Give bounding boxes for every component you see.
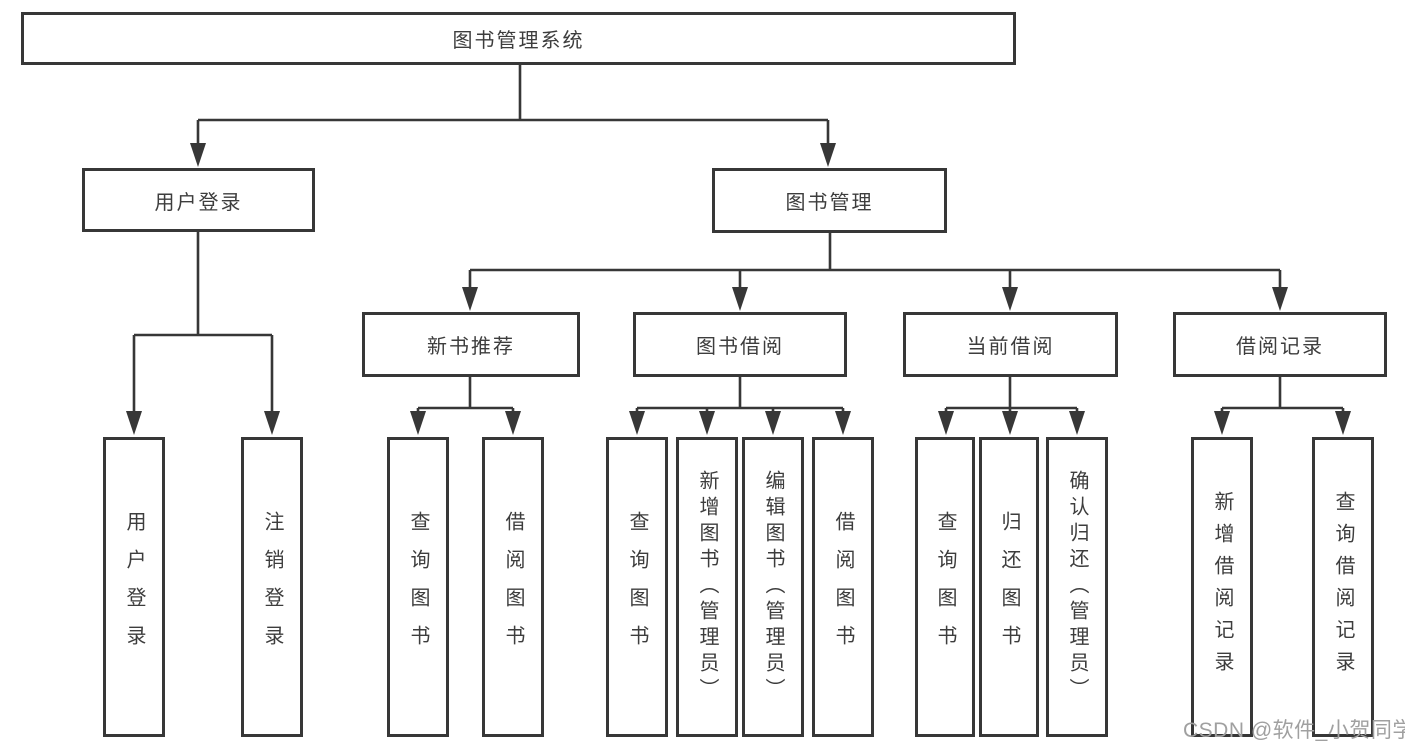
group-node-current-borrowing: 当前借阅 <box>903 312 1118 377</box>
leaf-node-add-book-admin: 新增图书（管理员） <box>676 437 738 737</box>
group-node-book-borrowing: 图书借阅 <box>633 312 847 377</box>
branch-node-label: 用户登录 <box>154 191 243 214</box>
leaf-node-query-borrow-record: 查询借阅记录 <box>1312 437 1374 737</box>
arrow-icon <box>699 411 715 435</box>
leaf-node-query-books-borrowing: 查询图书 <box>606 437 668 737</box>
leaf-node-label: 借阅图书 <box>832 511 854 663</box>
arrowheads <box>126 143 1351 435</box>
arrow-icon <box>1002 287 1018 311</box>
edge-newbook-split <box>416 377 515 412</box>
leaf-node-borrow-books: 借阅图书 <box>812 437 874 737</box>
leaf-node-label: 查询借阅记录 <box>1332 491 1354 683</box>
arrow-icon <box>820 143 836 167</box>
arrow-icon <box>629 411 645 435</box>
leaf-node-label: 编辑图书（管理员） <box>762 470 784 704</box>
group-node-new-book-recommend: 新书推荐 <box>362 312 580 377</box>
arrow-icon <box>765 411 781 435</box>
root-node-library-system: 图书管理系统 <box>21 12 1016 65</box>
leaf-node-borrow-books-recommend: 借阅图书 <box>482 437 544 737</box>
leaf-node-user-login: 用户登录 <box>103 437 165 737</box>
leaf-node-label: 确认归还（管理员） <box>1066 470 1088 704</box>
arrow-icon <box>190 143 206 167</box>
arrow-icon <box>938 411 954 435</box>
arrow-icon <box>1069 411 1085 435</box>
edge-userlogin-split <box>132 232 274 412</box>
leaf-node-label: 新增借阅记录 <box>1211 491 1233 683</box>
arrow-icon <box>1272 287 1288 311</box>
root-node-label: 图书管理系统 <box>452 30 585 52</box>
edge-current-split <box>944 377 1079 412</box>
arrow-icon <box>835 411 851 435</box>
leaf-node-label: 新增图书（管理员） <box>696 470 718 704</box>
leaf-node-label: 归还图书 <box>998 511 1020 663</box>
leaf-node-label: 注销登录 <box>261 511 283 663</box>
arrow-icon <box>505 411 521 435</box>
branch-node-label: 图书管理 <box>785 192 874 214</box>
edge-records-split <box>1220 377 1345 412</box>
arrow-icon <box>462 287 478 311</box>
arrow-icon <box>1002 411 1018 435</box>
leaf-node-label: 查询图书 <box>407 511 429 663</box>
edge-borrow-split <box>635 377 845 412</box>
leaf-node-label: 借阅图书 <box>502 511 524 663</box>
group-node-borrowing-records: 借阅记录 <box>1173 312 1387 377</box>
leaf-node-return-book: 归还图书 <box>979 437 1039 737</box>
tree-edges <box>132 65 1345 412</box>
branch-node-user-login: 用户登录 <box>82 168 315 232</box>
group-node-label: 借阅记录 <box>1236 336 1324 358</box>
group-node-label: 新书推荐 <box>427 336 515 358</box>
arrow-icon <box>732 287 748 311</box>
csdn-watermark: CSDN @软件_小贺同学 <box>1183 719 1405 742</box>
edge-bookmgmt-split <box>468 233 1282 290</box>
arrow-icon <box>264 411 280 435</box>
leaf-node-edit-book-admin: 编辑图书（管理员） <box>742 437 804 737</box>
leaf-node-label: 查询图书 <box>626 511 648 663</box>
leaf-node-add-borrow-record: 新增借阅记录 <box>1191 437 1253 737</box>
group-node-label: 当前借阅 <box>966 336 1055 358</box>
leaf-node-logout: 注销登录 <box>241 437 303 737</box>
arrow-icon <box>126 411 142 435</box>
leaf-node-label: 查询图书 <box>934 511 956 663</box>
leaf-node-confirm-return-admin: 确认归还（管理员） <box>1046 437 1108 737</box>
leaf-node-query-books-recommend: 查询图书 <box>387 437 449 737</box>
edge-root-split <box>196 65 830 146</box>
leaf-node-query-books-current: 查询图书 <box>915 437 975 737</box>
arrow-icon <box>1335 411 1351 435</box>
arrow-icon <box>410 411 426 435</box>
branch-node-book-management: 图书管理 <box>712 168 947 233</box>
arrow-icon <box>1214 411 1230 435</box>
leaf-node-label: 用户登录 <box>123 511 145 663</box>
group-node-label: 图书借阅 <box>696 336 784 358</box>
